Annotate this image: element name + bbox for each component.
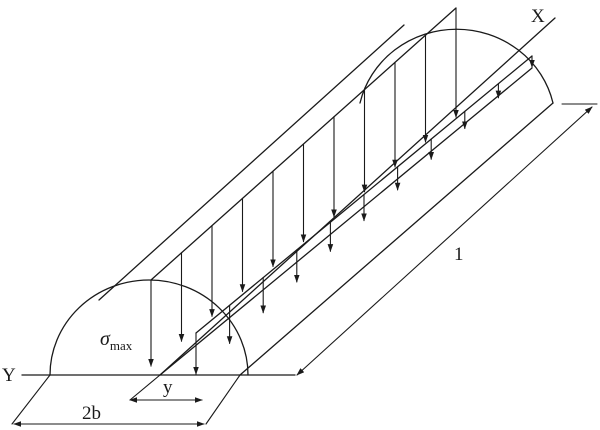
length-dimension-arrow (296, 106, 593, 376)
width-extension-left (11, 374, 51, 425)
x-axis (159, 17, 556, 376)
y-coordinate-label: y (163, 377, 173, 398)
front-semicircle (49, 279, 249, 376)
y-extension-line (129, 374, 161, 401)
length-label: 1 (454, 244, 464, 265)
axis-y-label: Y (2, 365, 16, 386)
axis-x-label: X (531, 6, 545, 27)
width-label: 2b (82, 403, 101, 424)
sigma-max-label: σmax (100, 328, 133, 353)
stress-arrows (148, 7, 535, 375)
left-generator-line (98, 24, 405, 301)
right-generator-line (239, 102, 554, 376)
width-extension-right (205, 374, 241, 425)
sigma-subscript: max (110, 338, 133, 353)
sigma-symbol: σ (100, 328, 111, 350)
